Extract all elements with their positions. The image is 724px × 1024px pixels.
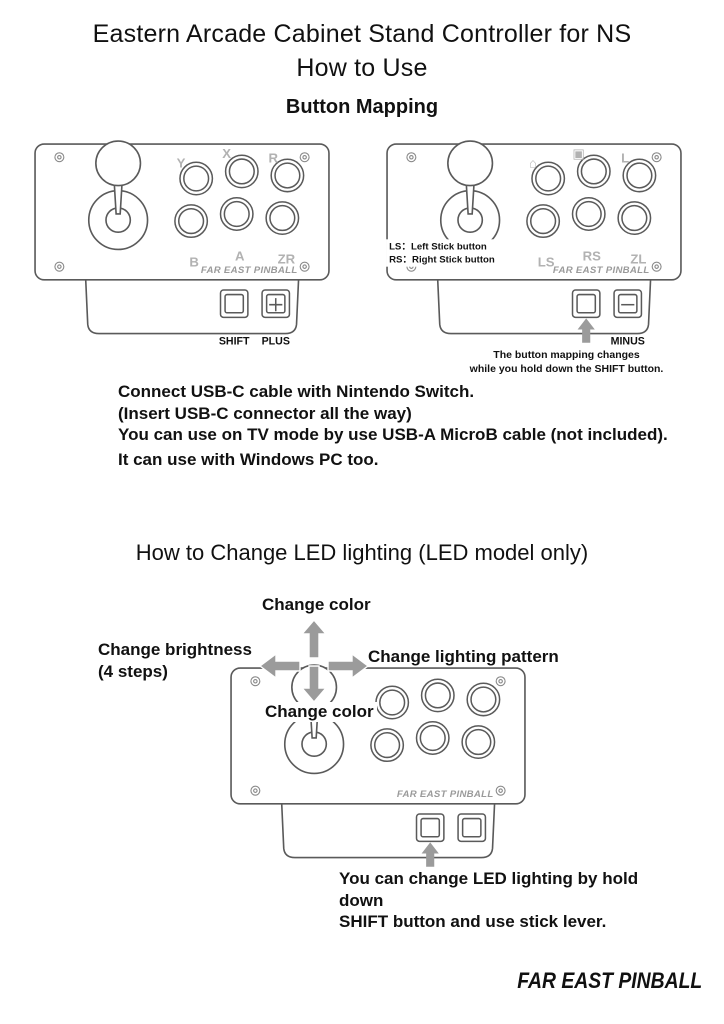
action-buttons	[526, 154, 657, 239]
led-label-change-brightness-line2: (4 steps)	[98, 662, 168, 681]
stick-direction-arrows	[258, 618, 370, 704]
button-label-y: Y	[177, 155, 186, 170]
minus-button-label: MINUS	[611, 336, 645, 348]
shift-pointer-arrow-icon	[577, 318, 595, 343]
button-label-b: B	[189, 255, 199, 270]
led-label-change-brightness: Change brightness (4 steps)	[98, 639, 252, 683]
stick-note-line2: RS：Right Stick button	[389, 255, 495, 266]
shift-pointer-arrow-icon	[421, 842, 439, 867]
joystick-lever	[87, 140, 149, 251]
corner-screw-icons	[250, 676, 506, 796]
shift-mapping-caption-line2: while you hold down the SHIFT button.	[469, 362, 664, 375]
button-mapping-heading: Button Mapping	[285, 96, 439, 118]
panel-brand-text: FAR EAST PINBALL	[553, 265, 650, 276]
led-caption-line1: You can change LED lighting by hold down	[339, 869, 639, 910]
button-label-zl: ZL	[630, 252, 646, 267]
led-label-change-pattern: Change lighting pattern	[368, 647, 559, 666]
button-label-ls: LS	[538, 255, 555, 270]
front-buttons	[415, 813, 487, 843]
usage-notes: Connect USB-C cable with Nintendo Switch…	[118, 381, 698, 470]
up-arrow-icon	[300, 618, 328, 659]
panel-brand-text: FAR EAST PINBALL	[201, 265, 298, 276]
button-label-l: L	[621, 150, 629, 165]
action-buttons	[370, 678, 501, 763]
joystick-lever	[439, 140, 501, 251]
button-label-capture: ▣	[572, 146, 584, 161]
panel-brand-text: FAR EAST PINBALL	[397, 789, 494, 800]
stick-note-backdrop	[386, 239, 516, 267]
corner-screw-icons	[54, 152, 310, 272]
usage-note-line2: (Insert USB-C connector all the way)	[118, 403, 412, 423]
shift-mapping-caption-line1: The button mapping changes	[493, 349, 640, 361]
stick-note-line1: LS：Left Stick button	[389, 241, 487, 252]
shift-button-label: SHIFT	[219, 336, 250, 348]
led-caption-line2: SHIFT button and use stick lever.	[339, 912, 607, 931]
led-section-heading: How to Change LED lighting (LED model on…	[135, 540, 589, 565]
button-label-zr: ZR	[278, 252, 296, 267]
far-east-pinball-logo: FAR EAST PINBALL	[516, 968, 702, 993]
usage-note-line3: You can use on TV mode by use USB-A Micr…	[118, 425, 668, 444]
button-label-r: R	[268, 150, 278, 165]
page-title-line2: How to Use	[296, 54, 428, 82]
action-buttons	[174, 154, 305, 239]
front-buttons	[219, 289, 291, 319]
usage-note-line1: Connect USB-C cable with Nintendo Switch…	[118, 382, 475, 401]
right-arrow-icon	[327, 652, 370, 680]
arcade-stick-diagram-normal: Y X R B A ZR FAR EAST PINBALL SHIFT PLUS	[34, 140, 330, 348]
shift-mapping-caption: The button mapping changes while you hol…	[420, 349, 713, 376]
led-label-change-brightness-line1: Change brightness	[98, 640, 252, 659]
page-title-line1: Eastern Arcade Cabinet Stand Controller …	[92, 20, 632, 48]
plus-button-label: PLUS	[262, 336, 290, 348]
led-caption: You can change LED lighting by hold down…	[339, 868, 679, 933]
usage-note-line4: It can use with Windows PC too.	[118, 449, 379, 469]
led-label-change-color-down: Change color	[262, 702, 377, 722]
down-arrow-icon	[300, 665, 328, 704]
arcade-stick-diagram-shifted: LS：Left Stick button RS：Right Stick butt…	[386, 140, 682, 348]
led-label-change-color-up: Change color	[262, 595, 371, 614]
button-label-rs: RS	[583, 249, 602, 264]
left-arrow-icon	[258, 652, 301, 680]
button-label-home: ⌂	[529, 155, 537, 170]
front-buttons	[571, 289, 643, 319]
button-label-a: A	[235, 249, 245, 264]
button-label-x: X	[222, 146, 231, 161]
